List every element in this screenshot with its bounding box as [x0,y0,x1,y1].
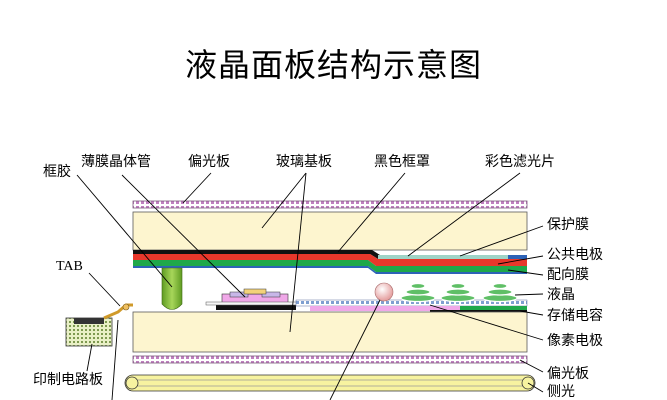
protective-film-region [378,255,527,259]
tft-source [261,291,281,298]
top-polarizer-strip [132,200,528,209]
label-polarizer-top: 偏光板 [188,154,230,170]
leader-lines [76,172,544,400]
storage-line [430,310,527,312]
label-frame-glue: 框胶 [43,164,71,180]
diagram-title: 液晶面板结构示意图 [184,46,482,84]
label-common-electrode: 公共电极 [547,247,603,263]
storage-capacitor [460,306,527,311]
tab-flex [103,303,133,320]
label-polarizer-bottom: 偏光板 [547,366,589,382]
blue-edge [508,255,527,259]
label-tab: TAB [56,259,83,274]
tft-frame [205,301,311,306]
tab-pin [122,303,130,311]
label-glass-substrate: 玻璃基板 [276,154,332,170]
label-black-matrix: 黑色框罩 [374,154,430,170]
label-pcb: 印制电路板 [33,372,103,388]
pixel-pink [310,306,460,311]
lower-glass [132,311,528,353]
common-electrode-line [133,266,527,274]
label-storage-capacitor: 存储电容 [547,308,603,324]
tft-gate [229,291,249,298]
liquid-crystal-stacks [400,282,518,303]
spacer-pillar [161,267,183,310]
pcb-chip [74,318,104,324]
label-protective-film: 保护膜 [547,217,589,233]
label-alignment-film: 配向膜 [547,267,589,283]
upper-glass [132,211,528,251]
label-side-light: 侧光 [547,384,575,400]
bottom-polarizer-strip [132,355,528,364]
label-tft: 薄膜晶体管 [81,154,151,170]
tft-base [216,305,296,310]
label-pixel-electrode: 像素电极 [547,333,603,349]
label-liquid-crystal: 液晶 [547,287,575,303]
tft-top [243,288,267,295]
light-guide [124,374,536,392]
lc-ball [374,282,394,302]
label-color-filter: 彩色滤光片 [485,154,555,170]
lamp-left [125,376,139,390]
